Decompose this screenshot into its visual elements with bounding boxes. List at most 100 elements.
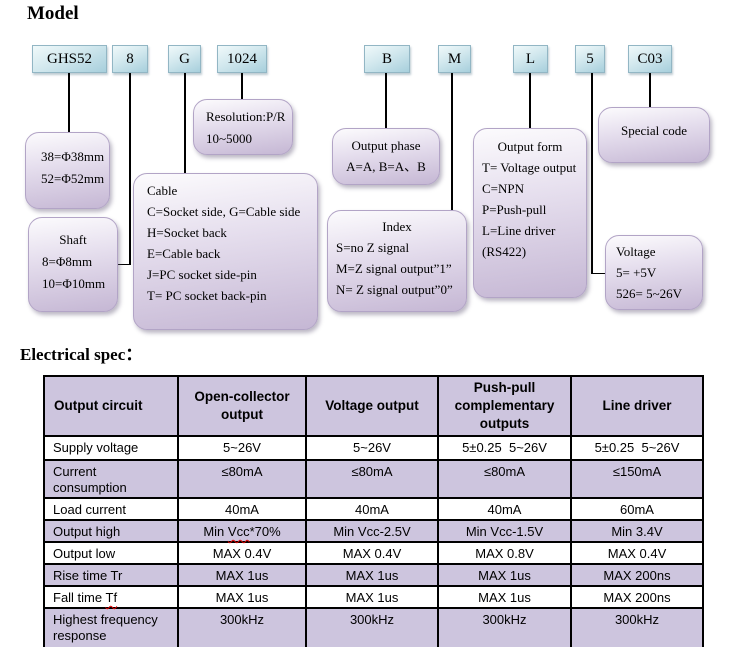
connector-line — [529, 73, 531, 128]
model-code-segment-special: C03 — [628, 45, 672, 73]
callout-line: Voltage — [616, 244, 656, 259]
connector-line — [129, 73, 131, 265]
spec-value-cell: Min Vcc-2.5V — [305, 519, 439, 543]
spec-value-cell: Min Vcc*70% — [177, 519, 307, 543]
model-code-segment-resolution: 1024 — [217, 45, 267, 73]
callout-line: L=Line driver — [482, 223, 556, 238]
callout-line: Resolution:P/R — [206, 109, 286, 124]
callout-title: Output phase — [351, 138, 421, 153]
spellcheck-underline: Tf — [105, 590, 118, 605]
spec-value-cell: MAX 0.4V — [570, 541, 704, 565]
spec-value-cell: 40mA — [177, 497, 307, 521]
callout-line: S=no Z signal — [336, 240, 410, 255]
spec-row-label: Fall time Tf — [43, 585, 179, 609]
spec-value-cell: 5~26V — [177, 435, 307, 461]
spec-value-cell: MAX 1us — [177, 563, 307, 587]
spec-row-label: Supply voltage — [43, 435, 179, 461]
spec-value-cell: 300kHz — [570, 607, 704, 647]
connector-line — [118, 263, 130, 265]
callout-line: Cable — [147, 183, 178, 198]
spec-value-cell: 60mA — [570, 497, 704, 521]
model-code-segment-index: M — [438, 45, 471, 73]
callout-line: T= PC socket back-pin — [147, 288, 267, 303]
spec-value-cell: 40mA — [437, 497, 572, 521]
spec-value-cell: Min Vcc-1.5V — [437, 519, 572, 543]
spec-row: Current consumption≤80mA≤80mA≤80mA≤150mA — [43, 459, 704, 499]
callout-diameter: 38=Φ38mm 52=Φ52mm — [25, 132, 110, 209]
connector-line — [451, 73, 453, 210]
connector-line — [649, 73, 651, 107]
model-code-segment-shaft: 8 — [112, 45, 148, 73]
callout-line: 52=Φ52mm — [41, 171, 105, 186]
callout-line: A=A, B=A、B — [346, 159, 426, 174]
spec-value-cell: MAX 1us — [177, 585, 307, 609]
spec-row-label: Output low — [43, 541, 179, 565]
electrical-spec-heading: Electrical spec： — [20, 345, 143, 364]
spec-value-cell: MAX 1us — [437, 585, 572, 609]
spec-column-header: Push-pull complementary outputs — [437, 375, 572, 437]
model-heading: Model — [27, 3, 79, 24]
spec-row-label: Output high — [43, 519, 179, 543]
spec-value-cell: 300kHz — [437, 607, 572, 647]
model-code-segment-cable: G — [168, 45, 201, 73]
connector-line — [591, 73, 593, 274]
model-code-segment-series: GHS52 — [32, 45, 107, 73]
spec-value-cell: 5~26V — [305, 435, 439, 461]
callout-line: 38=Φ38mm — [41, 149, 105, 164]
spec-value-cell: MAX 1us — [437, 563, 572, 587]
spec-row-label: Rise time Tr — [43, 563, 179, 587]
spec-value-cell: MAX 200ns — [570, 585, 704, 609]
spec-row-label: Current consumption — [43, 459, 179, 499]
spec-column-header: Open-collector output — [177, 375, 307, 437]
model-code-segment-output-phase: B — [364, 45, 410, 73]
connector-line — [385, 73, 387, 128]
callout-line: J=PC socket side-pin — [147, 267, 257, 282]
callout-line: 8=Φ8mm — [42, 254, 93, 269]
callout-line: C=Socket side, G=Cable side — [147, 204, 301, 219]
spec-value-cell: 300kHz — [177, 607, 307, 647]
spec-value-cell: MAX 1us — [305, 563, 439, 587]
spec-value-cell: MAX 1us — [305, 585, 439, 609]
callout-title: Output form — [497, 139, 563, 154]
callout-line: N= Z signal output”0” — [336, 282, 453, 297]
connector-line — [184, 73, 186, 173]
connector-line — [591, 272, 605, 274]
spec-value-cell: 5±0.25 5~26V — [570, 435, 704, 461]
callout-line: C=NPN — [482, 181, 525, 196]
callout-line: Special code — [620, 123, 688, 138]
model-code-segment-voltage: 5 — [575, 45, 605, 73]
connector-line — [68, 73, 70, 132]
spec-column-header: Line driver — [570, 375, 704, 437]
spec-value-cell: MAX 0.8V — [437, 541, 572, 565]
callout-shaft: Shaft 8=Φ8mm 10=Φ10mm — [28, 217, 118, 312]
spellcheck-underline: Vcc — [227, 524, 250, 539]
spec-value-cell: ≤150mA — [570, 459, 704, 499]
callout-title: Shaft — [59, 232, 87, 247]
callout-line: E=Cable back — [147, 246, 221, 261]
spec-value-cell: ≤80mA — [305, 459, 439, 499]
callout-line: T= Voltage output — [482, 160, 577, 175]
connector-line — [241, 73, 243, 99]
spec-value-cell: MAX 0.4V — [305, 541, 439, 565]
spec-column-header: Voltage output — [305, 375, 439, 437]
callout-line: 526= 5~26V — [616, 286, 683, 301]
spec-value-cell: 5±0.25 5~26V — [437, 435, 572, 461]
callout-line: 10=Φ10mm — [42, 276, 106, 291]
callout-line: P=Push-pull — [482, 202, 547, 217]
callout-special-code: Special code — [598, 107, 710, 163]
spec-value-cell: Min 3.4V — [570, 519, 704, 543]
